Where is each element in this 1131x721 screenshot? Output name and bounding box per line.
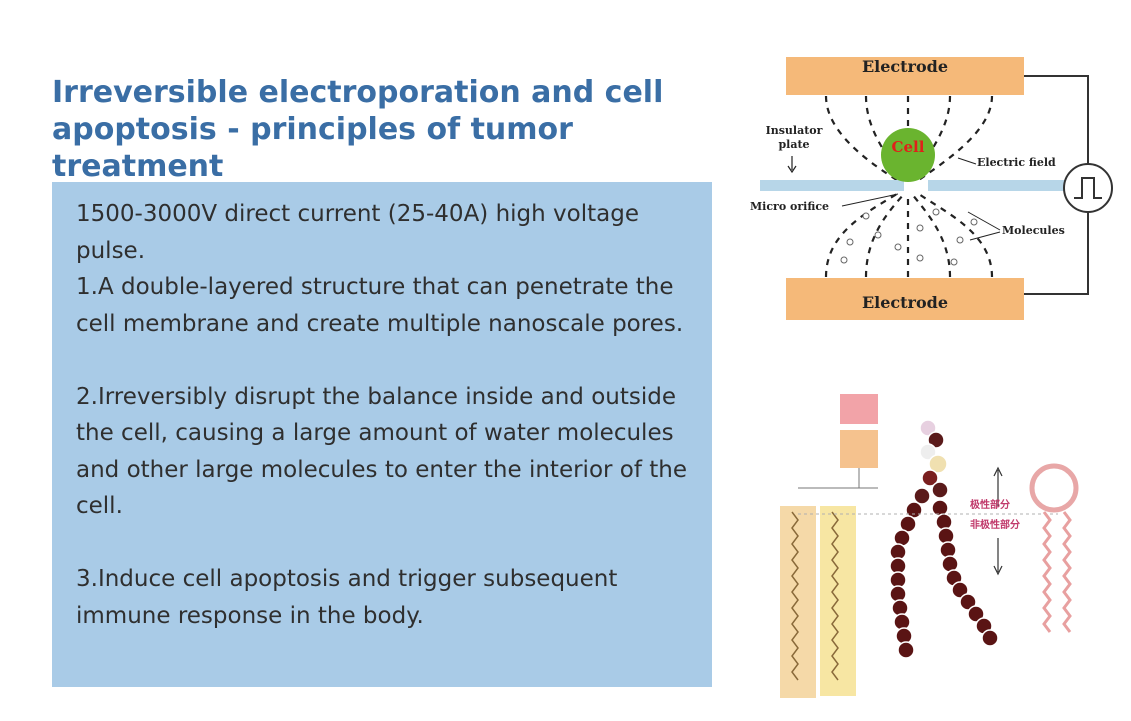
top-electrode	[786, 57, 1024, 95]
point-1-paragraph: 1.A double-layered structure that can pe…	[76, 274, 684, 337]
insulator-label-1: Insulator	[766, 124, 823, 137]
phospholipid-head-icon	[1029, 463, 1079, 513]
bottom-electrode	[786, 278, 1024, 320]
phospholipid-membrane-diagram: 极性部分 非极性部分	[780, 394, 1079, 698]
bottom-electrode-label: Electrode	[862, 293, 948, 312]
nonpolar-part-label: 非极性部分	[970, 518, 1020, 531]
insulator-label-2: plate	[778, 138, 809, 151]
cell-shape	[881, 128, 935, 182]
pulse-generator-icon	[1063, 163, 1113, 213]
electric-field-label: Electric field	[977, 156, 1056, 169]
electroporation-diagram: Electrode Electrode Cell	[750, 57, 1113, 320]
polar-part-label: 极性部分	[970, 498, 1010, 511]
molecules-label: Molecules	[1002, 224, 1065, 237]
top-electrode-label: Electrode	[862, 57, 948, 76]
intro-paragraph: 1500-3000V direct current (25-40A) high …	[76, 201, 639, 264]
insulator-plate-left	[760, 180, 904, 191]
insulator-plate-right	[928, 180, 1076, 191]
content-box: 1500-3000V direct current (25-40A) high …	[52, 182, 712, 687]
point-3-paragraph: 3.Induce cell apoptosis and trigger subs…	[76, 566, 618, 629]
cell-label: Cell	[892, 138, 925, 156]
micro-orifice-label: Micro orifice	[750, 200, 829, 213]
point-2-paragraph: 2.Irreversibly disrupt the balance insid…	[76, 383, 688, 520]
slide-title: Irreversible electroporation and cell ap…	[52, 75, 664, 184]
